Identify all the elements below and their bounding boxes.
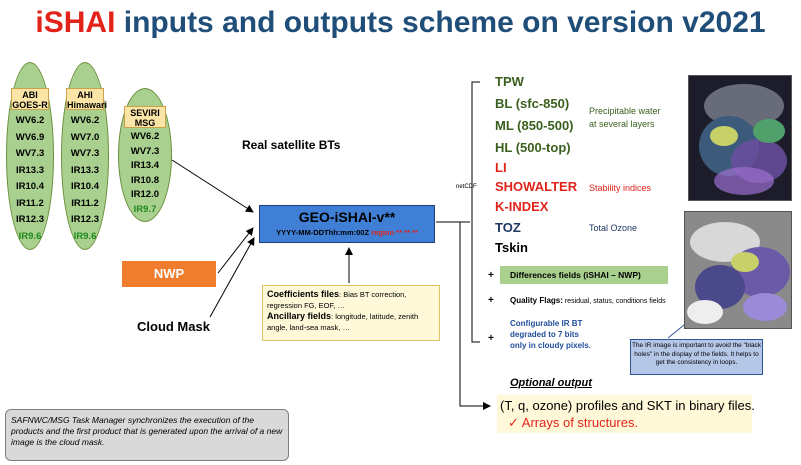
geo-ishai-name: GEO-iSHAI-v** — [298, 209, 396, 225]
differences-fields-box: Differences fields (iSHAI – NWP) — [500, 266, 668, 284]
title-rest: inputs and outputs scheme on version v20… — [115, 6, 766, 39]
output-li: LI — [495, 160, 507, 175]
arrow-satellite-to-geo — [171, 159, 254, 213]
precip-note-2: at several layers — [589, 119, 655, 129]
stability-note: Stability indices — [589, 183, 652, 193]
plus-config: + — [488, 333, 494, 344]
arrow-cloudmask-to-geo — [209, 237, 255, 318]
output-tpw: TPW — [495, 74, 524, 89]
optional-output-title: Optional output — [510, 377, 592, 389]
output-hl: HL (500-top) — [495, 140, 571, 155]
output-bl: BL (sfc-850) — [495, 96, 570, 111]
page-title: iSHAI inputs and outputs scheme on versi… — [0, 6, 801, 40]
netcdf-label: netCDF — [456, 184, 477, 190]
plus-diff: + — [488, 270, 494, 281]
coefficients-box: Coefficients files: Bias BT correction, … — [262, 285, 440, 341]
satellite-image-top — [688, 75, 792, 201]
output-ml: ML (850-500) — [495, 118, 574, 133]
quality-flags-text: Quality Flags: residual, status, conditi… — [510, 296, 666, 305]
safnwc-note: SAFNWC/MSG Task Manager synchronizes the… — [5, 409, 289, 461]
title-brand: iSHAI — [35, 6, 116, 39]
optional-output-box — [497, 395, 752, 433]
output-kindex: K-INDEX — [495, 199, 549, 214]
geo-ishai-filename: YYYY-MM-DDThh:mm:00Z region ** ** ** — [276, 228, 418, 237]
arrow-to-optional — [459, 222, 491, 410]
outputs-bracket — [471, 81, 480, 343]
geo-ishai-box: GEO-iSHAI-v** YYYY-MM-DDThh:mm:00Z regio… — [259, 205, 435, 243]
optional-output-line2: ✓ Arrays of structures. — [508, 415, 639, 430]
satellite-image-bottom — [684, 211, 792, 329]
output-showalter: SHOWALTER — [495, 179, 578, 194]
arrow-nwp-to-geo — [217, 227, 254, 274]
plus-qflags: + — [488, 295, 494, 306]
ir-image-note: The IR image is important to avoid the "… — [630, 339, 763, 375]
output-toz: TOZ — [495, 220, 521, 235]
nwp-box: NWP — [122, 261, 216, 287]
optional-output-line1: (T, q, ozone) profiles and SKT in binary… — [500, 398, 755, 413]
real-bts-label: Real satellite BTs — [242, 138, 341, 152]
cloud-mask-label: Cloud Mask — [137, 319, 210, 334]
precip-note-1: Precipitable water — [589, 106, 661, 116]
output-tskin: Tskin — [495, 240, 528, 255]
ozone-note: Total Ozone — [589, 223, 638, 233]
